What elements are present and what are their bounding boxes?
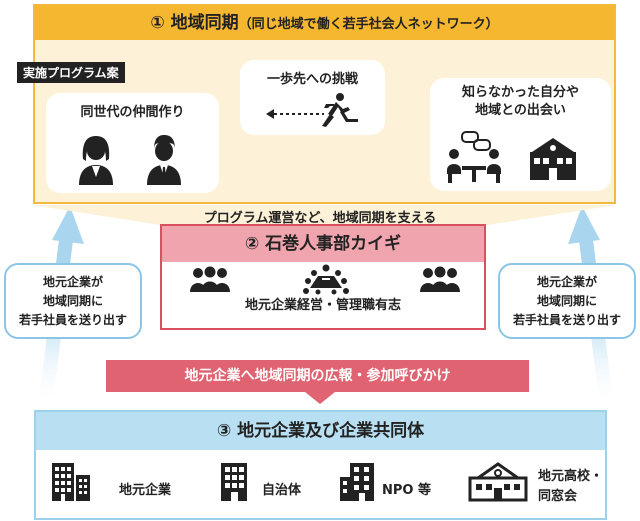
side-line: 地域同期に (536, 294, 597, 308)
section-title: ② 石巻人事部カイギ (244, 234, 402, 254)
city-hall-icon (221, 463, 247, 501)
woman-icon (79, 136, 113, 185)
side-note-left: 地元企業が 地域同期に 若手社員を送り出す (4, 263, 142, 339)
title-sub: （同じ地域で働く若手社会人ネットワーク） (238, 17, 499, 32)
card-title: 一歩先への挑戦 (266, 72, 358, 87)
title-main: ① 地域同期 (150, 13, 239, 33)
card-title-line: 地域との出会い (475, 103, 566, 118)
meeting-icon (447, 131, 501, 183)
group-people-icon (420, 266, 460, 292)
section-local-companies: ③ 地元企業及び企業共同体 地元企業 自治体 (34, 410, 607, 520)
card-discovery: 知らなかった自分や 地域との出会い (430, 78, 611, 191)
small-building-icon (340, 463, 374, 501)
section-hr-meeting: ② 石巻人事部カイギ 地元企業経営・管理職有志 (160, 224, 486, 330)
conference-table-icon (303, 264, 349, 295)
middle-caption: 地元企業経営・管理職有志 (244, 298, 401, 313)
callout-arrow (305, 392, 335, 404)
side-line: 若手社員を送り出す (18, 313, 127, 327)
section-header (162, 226, 484, 262)
school-icon (530, 138, 576, 180)
entity-label: 自治体 (262, 483, 302, 498)
section-title: ③ 地元企業及び企業共同体 (216, 421, 425, 441)
section-header (35, 6, 614, 40)
entity-label: NPO 等 (382, 483, 431, 498)
card-title: 同世代の仲間作り (80, 105, 185, 120)
support-text: プログラム運営など、地域同期を支える (203, 211, 437, 226)
section-header (36, 412, 605, 450)
school-icon (468, 462, 528, 502)
program-label: 実施プログラム案 (17, 62, 125, 83)
office-building-icon (52, 463, 90, 501)
side-note-right: 地元企業が 地域同期に 若手社員を送り出す (498, 263, 636, 339)
section-title: ① 地域同期（同じ地域で働く若手社会人ネットワーク） (35, 6, 614, 40)
card-title-line: 知らなかった自分や (461, 85, 579, 100)
entity-label-line: 地元高校・ (538, 469, 604, 484)
card-title: 知らなかった自分や 地域との出会い (430, 84, 611, 120)
callout-banner: 地元企業へ地域同期の広報・参加呼びかけ (106, 360, 529, 392)
side-line: 地元企業が (536, 275, 597, 289)
entity-label: 地元高校・ 同窓会 (538, 467, 603, 507)
entity-label-line: 同窓会 (538, 489, 578, 504)
card-peer-network: 同世代の仲間作り (46, 93, 219, 193)
man-icon (147, 135, 181, 185)
side-line: 若手社員を送り出す (512, 313, 621, 327)
side-line: 地域同期に (42, 294, 103, 308)
side-line: 地元企業が (42, 275, 103, 289)
running-person-icon (266, 93, 358, 127)
group-people-icon (190, 266, 230, 292)
entity-label: 地元企業 (119, 483, 172, 498)
support-funnel (33, 205, 616, 225)
card-challenge: 一歩先への挑戦 (240, 60, 385, 135)
